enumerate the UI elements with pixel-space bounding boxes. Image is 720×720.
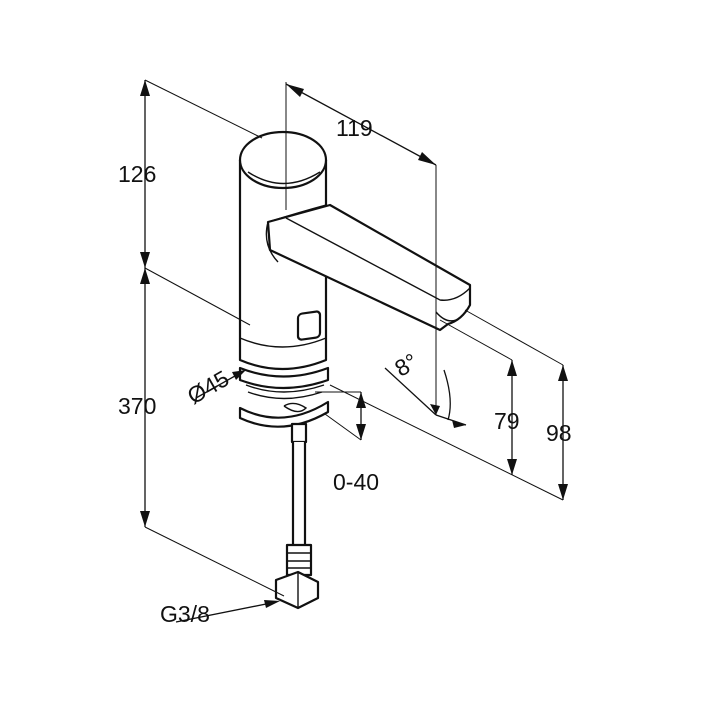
label-diameter: Ø45 — [183, 365, 234, 409]
hose-fitting-top — [290, 422, 308, 444]
dim-deck-thickness — [356, 392, 366, 440]
base-clamp — [238, 400, 330, 428]
base-ring-upper — [238, 366, 330, 390]
base-thread-lines — [245, 384, 325, 400]
base-clamp-nut — [283, 402, 308, 413]
dim-height-top — [140, 80, 150, 268]
dim-spout-length — [285, 83, 437, 166]
hose-nut — [274, 570, 320, 610]
dimension-lines: 126 370 119 8° 79 98 Ø45 0-40 G3/8 — [118, 80, 572, 627]
faucet-body — [238, 130, 472, 610]
hose-tube — [291, 442, 307, 550]
label-outlet-total: 98 — [546, 420, 572, 446]
supply-hose — [274, 422, 320, 610]
spout — [265, 203, 472, 332]
label-height-bottom: 370 — [118, 393, 156, 419]
spout-outlet — [435, 311, 461, 322]
label-deck-thickness: 0-40 — [333, 469, 379, 495]
dim-spout-angle — [384, 367, 467, 428]
spout-top-edge — [285, 217, 471, 301]
label-thread: G3/8 — [160, 601, 210, 627]
label-outlet-height: 79 — [494, 408, 520, 434]
dim-diameter — [195, 370, 246, 399]
dim-outlet-height — [507, 360, 517, 475]
label-spout-length: 119 — [336, 115, 373, 141]
cylinder-ring — [239, 337, 327, 348]
spout-body — [266, 203, 472, 332]
dim-outlet-total — [558, 365, 568, 500]
spout-collar — [265, 204, 327, 263]
mounting-base — [238, 366, 330, 428]
dim-thread — [175, 600, 280, 623]
label-height-top: 126 — [118, 161, 156, 187]
cylinder-top — [238, 130, 328, 190]
sensor-window — [296, 310, 322, 341]
dim-height-bottom — [140, 268, 150, 527]
hose-ferrule — [285, 543, 313, 577]
hose-ferrule-lines — [287, 552, 311, 569]
extension-lines — [144, 79, 564, 597]
cylinder-top-inner — [247, 171, 321, 185]
